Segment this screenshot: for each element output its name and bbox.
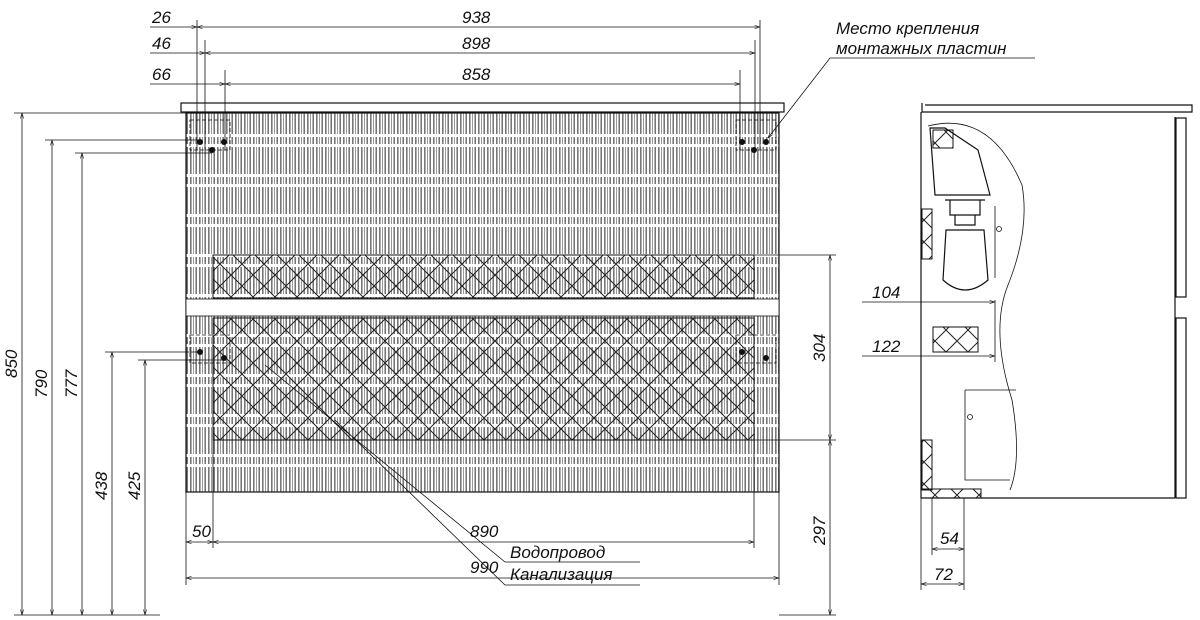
- siphon: [942, 199, 989, 291]
- dim-938: 938: [462, 8, 491, 27]
- dim-438: 438: [92, 471, 111, 500]
- mounting-points: [189, 119, 777, 364]
- right-dimensions: 304 297: [754, 254, 836, 616]
- dim-54: 54: [940, 529, 959, 548]
- label-mount-line1: Место крепления: [836, 19, 979, 38]
- label-mount-line2: монтажных пластин: [836, 39, 1007, 58]
- side-dimensions: 104 122 54 72: [862, 283, 995, 590]
- pipe-zone-lower: [212, 317, 755, 441]
- dim-50: 50: [192, 522, 211, 541]
- side-view: 104 122 54 72: [862, 103, 1193, 590]
- dim-72: 72: [934, 565, 953, 584]
- dim-66: 66: [152, 65, 171, 84]
- cutaway-curve: [927, 122, 1025, 491]
- dim-990: 990: [470, 558, 499, 577]
- side-countertop: [921, 103, 1193, 113]
- dim-104: 104: [872, 283, 900, 302]
- label-water-supply: Водопровод: [510, 543, 605, 562]
- dim-858: 858: [462, 65, 491, 84]
- dim-425: 425: [125, 471, 144, 500]
- mount-leader: [768, 57, 1035, 138]
- pipe-zone-upper: [212, 254, 755, 299]
- dim-122: 122: [872, 337, 901, 356]
- label-sewer: Канализация: [510, 565, 613, 584]
- dim-890: 890: [470, 522, 499, 541]
- top-dimensions: 26 938 46 898 66 858: [150, 8, 761, 150]
- drawer-gap: [185, 298, 780, 317]
- sink-bowl: [929, 127, 991, 196]
- pipe-connector: [932, 326, 979, 353]
- bottom-dimensions: 50 890 990: [185, 440, 780, 585]
- dim-777: 777: [62, 369, 81, 398]
- countertop: [180, 102, 785, 113]
- dim-304: 304: [810, 334, 829, 362]
- dim-297: 297: [810, 516, 829, 546]
- dim-790: 790: [32, 369, 51, 398]
- dim-46: 46: [152, 34, 171, 53]
- side-front-panel-lower: [1175, 317, 1187, 499]
- side-front-panel-upper: [1175, 117, 1187, 298]
- pipe-leaders: [264, 364, 640, 586]
- dim-898: 898: [462, 34, 491, 53]
- left-dimensions: 850 790 777 438 425: [2, 112, 224, 616]
- dim-850: 850: [2, 349, 21, 378]
- dim-26: 26: [151, 8, 171, 27]
- front-view: 26 938 46 898 66 858 850 790 777 438 425: [2, 8, 1035, 616]
